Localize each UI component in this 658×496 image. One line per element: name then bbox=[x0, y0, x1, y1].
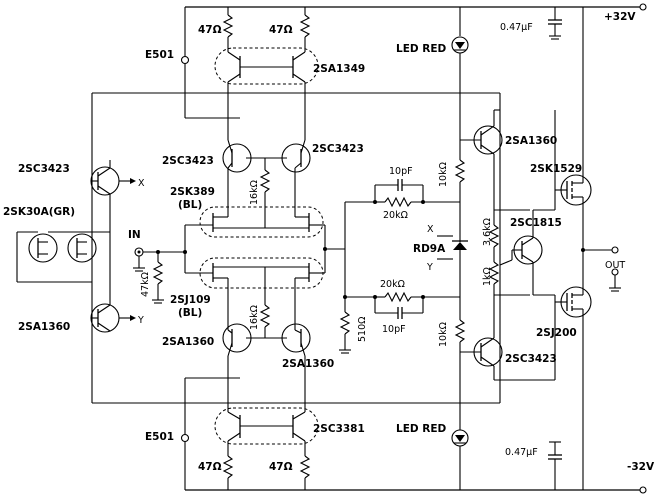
r47-bl-label: 47Ω bbox=[198, 461, 222, 473]
r20k-top-label: 20kΩ bbox=[383, 210, 408, 221]
q-2sc3423-vas-label: 2SC3423 bbox=[505, 353, 557, 365]
q-2sk389-label: 2SK389 bbox=[170, 186, 215, 198]
q-2sc3423-left-label: 2SC3423 bbox=[18, 163, 70, 175]
port-out-label: OUT bbox=[605, 260, 625, 271]
current-source-bottom bbox=[180, 356, 319, 490]
q-2sj109-label: 2SJ109 bbox=[170, 294, 211, 306]
port-in-label: IN bbox=[128, 229, 141, 241]
vas-section bbox=[437, 7, 503, 490]
r16k-bottom-label: 16kΩ bbox=[249, 305, 260, 330]
q-2sk389-grade: (BL) bbox=[178, 199, 202, 211]
port-x-left: X bbox=[138, 178, 145, 189]
r10k-top-label: 10kΩ bbox=[438, 162, 449, 187]
c047-top-label: 0.47μF bbox=[500, 22, 533, 33]
r1k-label: 1kΩ bbox=[482, 267, 493, 286]
q-2sc3423-mid-right-label: 2SC3423 bbox=[312, 143, 364, 155]
port-y-right: Y bbox=[426, 262, 433, 273]
q-2sj200-label: 2SJ200 bbox=[536, 327, 577, 339]
q-2sc3381-label: 2SC3381 bbox=[313, 423, 365, 435]
q-2sc1815-label: 2SC1815 bbox=[510, 217, 562, 229]
current-source-top bbox=[180, 7, 319, 140]
led-bottom-label: LED RED bbox=[396, 423, 446, 435]
q-2sk1529-label: 2SK1529 bbox=[530, 163, 582, 175]
zener-label: RD9A bbox=[413, 243, 446, 255]
c10p-bottom-label: 10pF bbox=[382, 324, 406, 335]
negative-rail bbox=[185, 486, 647, 494]
output-stage bbox=[494, 7, 621, 490]
e501-bottom-label: E501 bbox=[145, 431, 174, 443]
c10p-top-label: 10pF bbox=[389, 166, 413, 177]
left-network bbox=[16, 160, 136, 333]
positive-rail bbox=[185, 3, 647, 11]
r10k-bottom-label: 10kΩ bbox=[438, 322, 449, 347]
r16k-top-label: 16kΩ bbox=[249, 180, 260, 205]
cascode-transistors bbox=[222, 139, 311, 357]
rail-neg-label: -32V bbox=[627, 461, 655, 473]
input-stage bbox=[133, 225, 187, 304]
r510-label: 510Ω bbox=[357, 317, 368, 342]
port-x-right: X bbox=[427, 224, 434, 235]
bias-spreader bbox=[488, 109, 543, 380]
r47-br-label: 47Ω bbox=[269, 461, 293, 473]
r20k-bottom-label: 20kΩ bbox=[380, 279, 405, 290]
port-y-left: Y bbox=[137, 315, 144, 326]
e501-top-label: E501 bbox=[145, 49, 174, 61]
q-2sk30a-label: 2SK30A(GR) bbox=[3, 206, 75, 218]
q-2sa1360-mid-left-label: 2SA1360 bbox=[162, 336, 214, 348]
q-2sa1360-left-label: 2SA1360 bbox=[18, 321, 70, 333]
r3-6k-label: 3.6kΩ bbox=[482, 218, 493, 246]
r47-tl-label: 47Ω bbox=[198, 24, 222, 36]
q-2sa1360-vas-label: 2SA1360 bbox=[505, 135, 557, 147]
r47k-label: 47kΩ bbox=[140, 272, 151, 297]
c047-bottom-label: 0.47μF bbox=[505, 447, 538, 458]
q-2sj109-grade: (BL) bbox=[178, 307, 202, 319]
feedback-network bbox=[325, 179, 460, 354]
q-2sa1349-label: 2SA1349 bbox=[313, 63, 365, 75]
jfet-pairs bbox=[185, 168, 327, 330]
rail-pos-label: +32V bbox=[604, 11, 636, 23]
r47-tr-label: 47Ω bbox=[269, 24, 293, 36]
led-top-label: LED RED bbox=[396, 43, 446, 55]
q-2sa1360-mid-right-label: 2SA1360 bbox=[282, 358, 334, 370]
q-2sc3423-mid-left-label: 2SC3423 bbox=[162, 155, 214, 167]
